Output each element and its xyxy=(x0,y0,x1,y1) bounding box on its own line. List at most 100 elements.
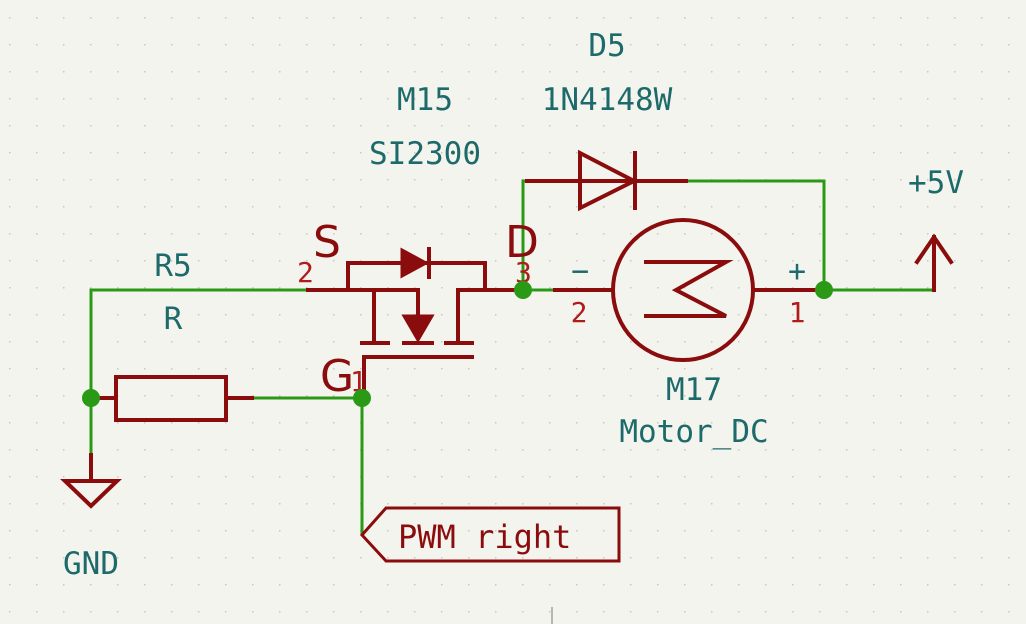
grid-dot xyxy=(684,71,686,73)
grid-dot xyxy=(198,206,200,208)
ground-symbol-icon[interactable] xyxy=(60,453,122,509)
grid-dot xyxy=(279,152,281,154)
grid-dot xyxy=(765,260,767,262)
grid-dot xyxy=(198,71,200,73)
grid-dot xyxy=(198,503,200,505)
grid-dot xyxy=(549,611,551,613)
grid-dot xyxy=(900,44,902,46)
grid-dot xyxy=(873,422,875,424)
grid-dot xyxy=(603,530,605,532)
grid-dot xyxy=(954,368,956,370)
grid-dot xyxy=(819,476,821,478)
junction-drain[interactable] xyxy=(514,281,532,299)
junction-gnd[interactable] xyxy=(82,389,100,407)
grid-dot xyxy=(603,44,605,46)
grid-dot xyxy=(603,314,605,316)
grid-dot xyxy=(171,422,173,424)
grid-dot xyxy=(576,341,578,343)
grid-dot xyxy=(549,260,551,262)
grid-dot xyxy=(495,98,497,100)
grid-dot xyxy=(684,125,686,127)
grid-dot xyxy=(900,395,902,397)
grid-dot xyxy=(117,152,119,154)
grid-dot xyxy=(846,206,848,208)
grid-dot xyxy=(954,557,956,559)
grid-dot xyxy=(792,422,794,424)
grid-dot xyxy=(522,71,524,73)
grid-dot xyxy=(387,233,389,235)
pwm-net-label[interactable]: PWM right xyxy=(359,506,621,563)
grid-dot xyxy=(63,98,65,100)
grid-dot xyxy=(657,584,659,586)
motor-positive-polarity: + xyxy=(788,254,806,289)
grid-dot xyxy=(630,395,632,397)
grid-dot xyxy=(90,233,92,235)
grid-dot xyxy=(9,611,11,613)
grid-dot xyxy=(765,233,767,235)
grid-dot xyxy=(765,584,767,586)
grid-dot xyxy=(225,206,227,208)
grid-dot xyxy=(144,98,146,100)
grid-dot xyxy=(198,260,200,262)
grid-dot xyxy=(387,611,389,613)
grid-dot xyxy=(468,530,470,532)
grid-dot xyxy=(306,314,308,316)
grid-dot xyxy=(279,368,281,370)
grid-dot xyxy=(333,233,335,235)
grid-dot xyxy=(981,530,983,532)
motor-m17[interactable] xyxy=(553,218,826,362)
grid-dot xyxy=(9,233,11,235)
grid-dot xyxy=(873,341,875,343)
grid-dot xyxy=(1008,584,1010,586)
grid-dot xyxy=(954,503,956,505)
grid-dot xyxy=(306,125,308,127)
grid-dot xyxy=(522,611,524,613)
grid-dot xyxy=(414,152,416,154)
pin-name-drain: D xyxy=(505,217,539,268)
grid-dot xyxy=(1008,44,1010,46)
grid-dot xyxy=(846,422,848,424)
junction-gate[interactable] xyxy=(353,389,371,407)
grid-dot xyxy=(387,395,389,397)
grid-dot xyxy=(495,368,497,370)
grid-dot xyxy=(360,584,362,586)
junction-vcc[interactable] xyxy=(815,281,833,299)
grid-dot xyxy=(333,557,335,559)
grid-dot xyxy=(306,611,308,613)
grid-dot xyxy=(225,179,227,181)
grid-dot xyxy=(900,71,902,73)
grid-dot xyxy=(549,98,551,100)
resistor-r5[interactable] xyxy=(89,375,254,422)
grid-dot xyxy=(1008,71,1010,73)
grid-dot xyxy=(684,368,686,370)
grid-dot xyxy=(36,125,38,127)
grid-dot xyxy=(306,449,308,451)
grid-dot xyxy=(225,341,227,343)
grid-dot xyxy=(36,530,38,532)
grid-dot xyxy=(387,476,389,478)
grid-dot xyxy=(900,17,902,19)
grid-dot xyxy=(117,314,119,316)
grid-dot xyxy=(225,476,227,478)
grid-dot xyxy=(684,341,686,343)
grid-dot xyxy=(144,449,146,451)
grid-dot xyxy=(63,341,65,343)
grid-dot xyxy=(306,44,308,46)
grid-dot xyxy=(198,179,200,181)
grid-dot xyxy=(900,368,902,370)
grid-dot xyxy=(765,503,767,505)
grid-dot xyxy=(954,206,956,208)
grid-dot xyxy=(576,503,578,505)
grid-dot xyxy=(873,395,875,397)
grid-dot xyxy=(225,260,227,262)
grid-dot xyxy=(468,17,470,19)
power-arrow-icon[interactable] xyxy=(914,233,954,292)
diode-d5[interactable] xyxy=(525,149,688,212)
wire-diode-to-vcc[interactable] xyxy=(684,179,826,292)
grid-dot xyxy=(954,395,956,397)
grid-dot xyxy=(522,44,524,46)
grid-dot xyxy=(306,152,308,154)
grid-dot xyxy=(630,98,632,100)
grid-dot xyxy=(117,17,119,19)
